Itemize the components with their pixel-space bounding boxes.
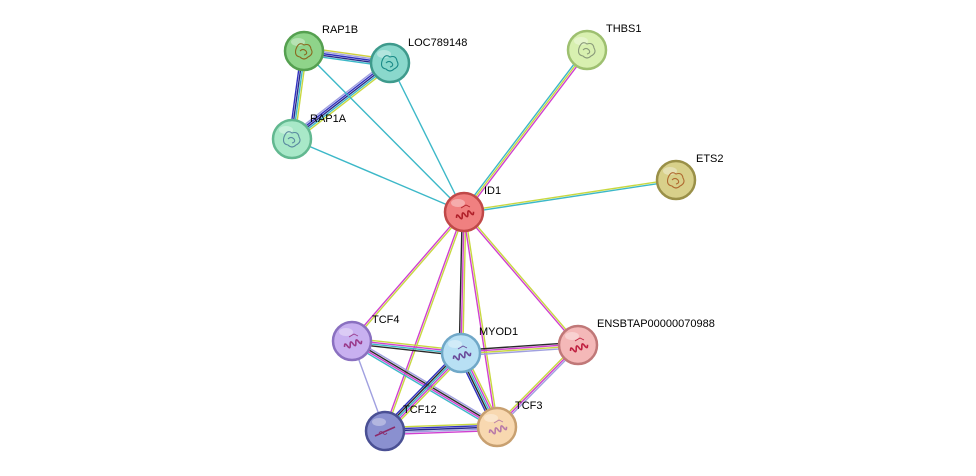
edge-evidence-line bbox=[352, 212, 466, 343]
protein-structure-icon bbox=[294, 43, 313, 60]
node-circle bbox=[369, 42, 411, 84]
node-highlight bbox=[484, 414, 498, 422]
edge-evidence-line bbox=[292, 63, 392, 141]
edge-evidence-line bbox=[464, 211, 499, 427]
edge-evidence-line bbox=[460, 211, 465, 354]
edge-rap1a-id1[interactable] bbox=[291, 138, 465, 213]
protein-structure-icon bbox=[488, 419, 508, 435]
edge-evidence-line bbox=[350, 210, 464, 341]
node-circle bbox=[443, 191, 485, 233]
edge-evidence-line bbox=[289, 59, 389, 137]
node-label: ETS2 bbox=[696, 153, 724, 165]
node-label: TCF3 bbox=[515, 400, 543, 412]
protein-structure-icon bbox=[282, 131, 301, 148]
edge-ets2-id1[interactable] bbox=[463, 178, 677, 214]
node-label: RAP1A bbox=[310, 113, 347, 125]
edge-evidence-line bbox=[353, 338, 499, 426]
node-label: TCF12 bbox=[403, 404, 437, 416]
edge-evidence-line bbox=[462, 212, 467, 354]
edges-layer bbox=[288, 46, 677, 436]
node-circle bbox=[440, 332, 482, 374]
node-circle bbox=[283, 30, 325, 72]
edge-evidence-line bbox=[462, 48, 587, 212]
edge-evidence-line bbox=[464, 180, 677, 214]
edge-evidence-line bbox=[464, 210, 580, 345]
node-label: TCF4 bbox=[372, 314, 400, 326]
edge-evidence-line bbox=[290, 61, 390, 139]
protein-structure-icon bbox=[569, 337, 589, 353]
protein-structure-icon bbox=[452, 345, 472, 361]
edge-evidence-line bbox=[291, 62, 391, 140]
node-highlight bbox=[565, 332, 579, 340]
edge-evidence-line bbox=[291, 138, 465, 213]
node-label: ID1 bbox=[484, 185, 501, 197]
node-circle bbox=[566, 29, 608, 71]
edge-evidence-line bbox=[463, 178, 676, 212]
node-highlight bbox=[451, 199, 465, 207]
node-id1[interactable]: ID1 bbox=[443, 185, 501, 233]
protein-structure-icon bbox=[380, 55, 399, 72]
node-highlight bbox=[339, 328, 353, 336]
edge-evidence-line bbox=[389, 62, 465, 213]
node-myod1[interactable]: MYOD1 bbox=[440, 326, 518, 374]
node-label: RAP1B bbox=[322, 24, 358, 36]
node-circle bbox=[331, 320, 373, 362]
node-thbs1[interactable]: THBS1 bbox=[566, 23, 641, 71]
node-rap1b[interactable]: RAP1B bbox=[283, 24, 358, 72]
edge-evidence-line bbox=[463, 49, 588, 213]
edge-evidence-line bbox=[385, 212, 466, 432]
edge-evidence-line bbox=[352, 339, 498, 427]
node-label: LOC789148 bbox=[408, 37, 467, 49]
edge-evidence-line bbox=[462, 212, 578, 347]
protein-structure-icon bbox=[374, 426, 396, 437]
node-tcf3[interactable]: TCF3 bbox=[476, 400, 543, 448]
edge-thbs1-id1[interactable] bbox=[462, 48, 589, 214]
edge-id1-myod1[interactable] bbox=[458, 211, 467, 354]
edge-loc789148-id1[interactable] bbox=[389, 62, 465, 213]
edge-evidence-line bbox=[462, 212, 497, 428]
node-loc789148[interactable]: LOC789148 bbox=[369, 37, 467, 84]
node-ensbtap[interactable]: ENSBTAP00000070988 bbox=[557, 318, 715, 366]
edge-loc789148-rap1a[interactable] bbox=[289, 59, 393, 143]
node-tcf4[interactable]: TCF4 bbox=[331, 314, 400, 362]
protein-structure-icon bbox=[455, 204, 475, 220]
edge-id1-tcf3[interactable] bbox=[462, 211, 499, 428]
edge-rap1b-id1[interactable] bbox=[303, 50, 465, 213]
node-tcf12[interactable]: TCF12 bbox=[364, 404, 437, 452]
node-circle bbox=[476, 406, 518, 448]
edge-id1-tcf12[interactable] bbox=[383, 211, 466, 432]
edge-id1-tcf4[interactable] bbox=[350, 210, 466, 343]
node-circle bbox=[655, 159, 697, 201]
protein-structure-icon bbox=[343, 333, 363, 349]
node-label: MYOD1 bbox=[479, 326, 518, 338]
edge-evidence-line bbox=[303, 50, 465, 213]
edge-id1-ensbtap[interactable] bbox=[462, 210, 580, 347]
edge-evidence-line bbox=[293, 65, 393, 143]
edge-evidence-line bbox=[383, 211, 464, 431]
node-highlight bbox=[448, 340, 462, 348]
node-rap1a[interactable]: RAP1A bbox=[271, 113, 347, 160]
node-highlight bbox=[372, 418, 386, 426]
protein-structure-icon bbox=[577, 42, 596, 59]
node-label: THBS1 bbox=[606, 23, 641, 35]
node-circle bbox=[271, 118, 313, 160]
protein-structure-icon bbox=[666, 172, 685, 189]
edge-evidence-line bbox=[458, 211, 463, 353]
node-circle bbox=[557, 324, 599, 366]
node-label: ENSBTAP00000070988 bbox=[597, 318, 715, 330]
node-ets2[interactable]: ETS2 bbox=[655, 153, 724, 201]
edge-evidence-line bbox=[464, 50, 589, 214]
